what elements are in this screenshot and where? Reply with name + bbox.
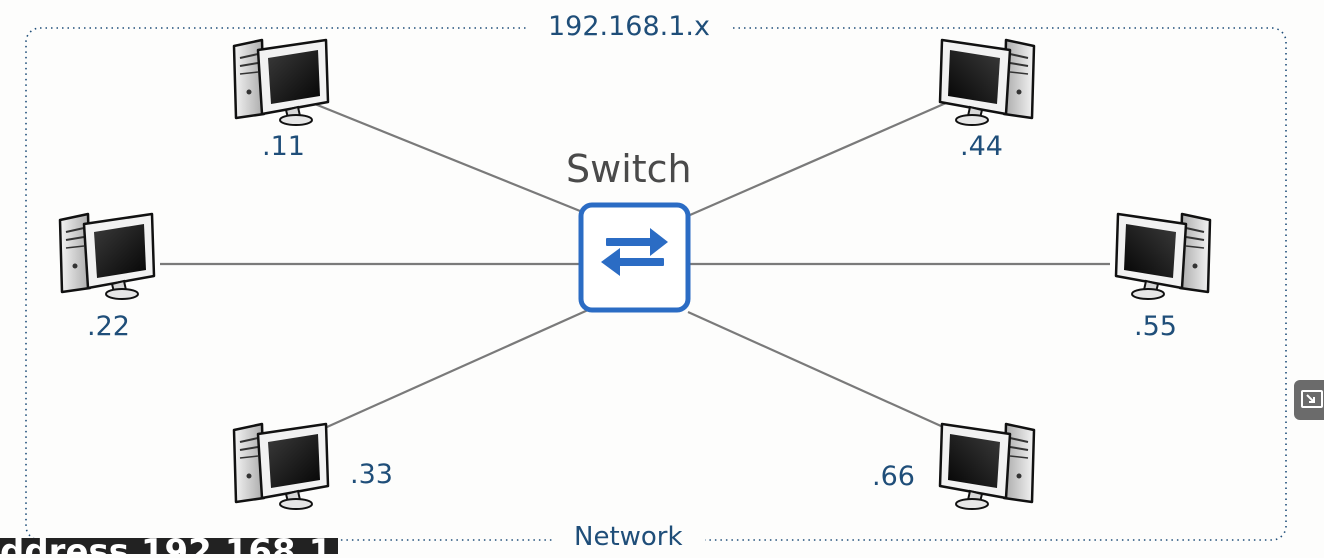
desktop-computer-icon [940, 40, 1034, 125]
network-label: Network [552, 524, 705, 550]
picture-in-picture-button[interactable] [1294, 380, 1324, 420]
subnet-label: 192.168.1.x [526, 13, 732, 40]
desktop-computer-icon [1116, 214, 1210, 299]
desktop-computer-icon [232, 422, 330, 511]
host-label-44: .44 [960, 131, 1003, 162]
caption-overlay: ddress 192.168.1 [0, 538, 338, 554]
caption-text: ddress 192.168.1 [0, 538, 332, 554]
desktop-computer-icon [940, 424, 1034, 509]
cable-66 [687, 310, 973, 442]
host-label-11: .11 [262, 131, 305, 162]
host-label-66: .66 [872, 461, 915, 492]
cable-group [160, 94, 1110, 442]
host-label-55: .55 [1134, 311, 1177, 342]
host-label-22: .22 [87, 311, 130, 342]
cable-44 [689, 94, 963, 217]
desktop-computer-icon [232, 38, 330, 127]
cable-33 [297, 308, 589, 442]
switch-arrows-icon [601, 228, 668, 276]
picture-in-picture-exit-icon [1301, 390, 1323, 408]
cable-11 [299, 96, 591, 217]
host-label-33: .33 [350, 459, 393, 490]
desktop-computer-icon [58, 212, 156, 301]
switch-title: Switch [566, 147, 692, 191]
switch-node [578, 202, 691, 313]
